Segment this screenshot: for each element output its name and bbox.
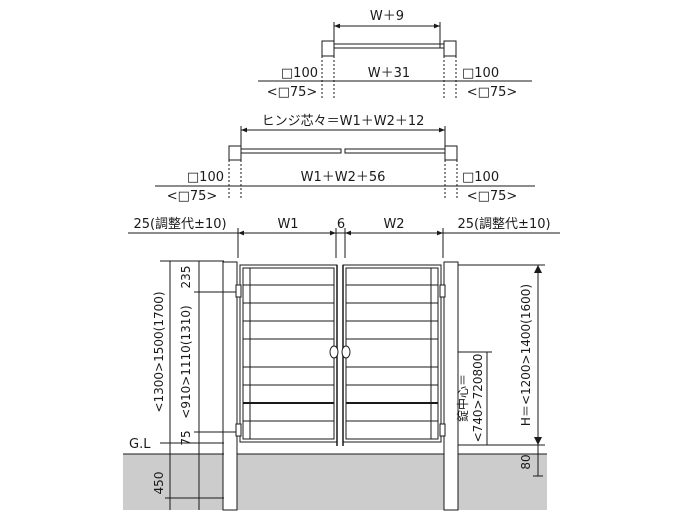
lock-center-value: <740>720800 bbox=[471, 354, 485, 443]
double-post-right-alt: <□75> bbox=[467, 189, 518, 204]
w1-label: W1 bbox=[277, 217, 298, 232]
elevation-top-dims bbox=[128, 228, 560, 258]
single-gate-plan bbox=[258, 22, 532, 100]
right-vertical-dims bbox=[458, 264, 545, 477]
double-post-right-size: □100 bbox=[462, 170, 499, 185]
embed-depth-label: 450 bbox=[152, 472, 166, 495]
gate-leaf-left bbox=[239, 264, 338, 443]
double-hinge-dim: ヒンジ芯々＝W1＋W2＋12 bbox=[262, 114, 425, 129]
single-opening-dim: W＋31 bbox=[368, 66, 410, 81]
bottom-offset-label: 75 bbox=[179, 430, 193, 445]
double-post-left-alt: <□75> bbox=[167, 189, 218, 204]
double-opening-dim: W1＋W2＋56 bbox=[301, 170, 386, 185]
single-post-right-size: □100 bbox=[462, 66, 499, 81]
panel-height-label: <910>1110(1310) bbox=[179, 305, 193, 418]
single-post-left-alt: <□75> bbox=[267, 85, 318, 100]
double-post-left-size: □100 bbox=[187, 170, 224, 185]
double-gate-plan bbox=[155, 126, 535, 200]
post-right bbox=[444, 145, 458, 161]
gate-leaf-plan bbox=[333, 43, 445, 49]
post-left bbox=[228, 145, 242, 161]
handle bbox=[329, 345, 351, 359]
ground-fill bbox=[123, 454, 547, 510]
post-height-label: <1300>1500(1700) bbox=[152, 291, 166, 412]
gate-leaves bbox=[235, 264, 446, 446]
gate-leaf-right-inner bbox=[345, 267, 439, 440]
single-post-left-size: □100 bbox=[281, 66, 318, 81]
ground-label: G.L bbox=[129, 437, 151, 452]
ground-clearance-label: 80 bbox=[519, 454, 533, 469]
right-clearance-label: 25(調整代±10) bbox=[457, 217, 550, 232]
posts bbox=[222, 261, 459, 511]
gap-label: 6 bbox=[337, 217, 345, 232]
single-post-right-alt: <□75> bbox=[467, 85, 518, 100]
left-clearance-label: 25(調整代±10) bbox=[133, 217, 226, 232]
post-right bbox=[443, 40, 457, 57]
gate-leaf-left-inner bbox=[242, 267, 335, 440]
top-offset-label: 235 bbox=[179, 266, 193, 289]
post-left bbox=[321, 40, 335, 57]
single-hinge-dim: W＋9 bbox=[370, 9, 404, 24]
post-right bbox=[443, 261, 459, 511]
gate-leaf-left-plan bbox=[240, 148, 342, 154]
gate-height-label: H＝<1200>1400(1600) bbox=[519, 284, 533, 426]
left-vertical-dims bbox=[160, 260, 236, 510]
lock-center-label: 錠中心＝ bbox=[455, 374, 470, 422]
w2-label: W2 bbox=[383, 217, 404, 232]
gate-leaf-right bbox=[342, 264, 442, 443]
post-left bbox=[222, 261, 238, 511]
gate-leaf-right-plan bbox=[344, 148, 446, 154]
